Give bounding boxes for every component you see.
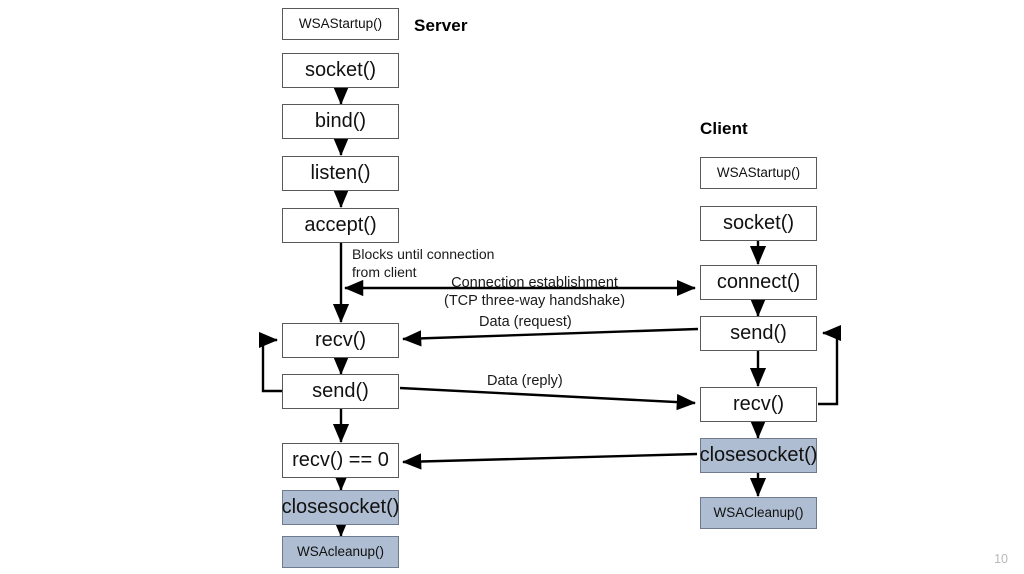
node-client-wsastartup[interactable]: WSAStartup() xyxy=(700,157,817,189)
page-number: 10 xyxy=(994,552,1008,566)
arrow-client-loop-recv-to-send xyxy=(818,324,842,406)
node-label: closesocket() xyxy=(699,444,818,466)
node-label: WSACleanup() xyxy=(713,504,804,520)
node-server-recv-zero[interactable]: recv() == 0 xyxy=(282,443,399,478)
node-client-socket[interactable]: socket() xyxy=(700,206,817,241)
node-server-closesocket[interactable]: closesocket() xyxy=(282,490,399,525)
node-server-listen[interactable]: listen() xyxy=(282,156,399,191)
node-label: WSAStartup() xyxy=(716,164,801,180)
node-label: connect() xyxy=(716,271,801,293)
node-server-wsastartup[interactable]: WSAStartup() xyxy=(282,8,399,40)
node-server-accept[interactable]: accept() xyxy=(282,208,399,243)
label-data-reply: Data (reply) xyxy=(487,373,563,389)
node-label: WSAStartup() xyxy=(298,15,383,31)
node-label: send() xyxy=(730,322,787,344)
node-client-closesocket[interactable]: closesocket() xyxy=(700,438,817,473)
node-label: recv() == 0 xyxy=(292,449,389,471)
label-line-2: (TCP three-way handshake) xyxy=(444,292,626,309)
arrow-close-notification xyxy=(402,452,698,470)
label-data-request: Data (request) xyxy=(479,314,572,330)
node-label: socket() xyxy=(722,212,795,234)
column-title-client: Client xyxy=(700,119,748,138)
node-label: socket() xyxy=(304,59,377,81)
node-server-send[interactable]: send() xyxy=(282,374,399,409)
note-line-2: from client xyxy=(352,263,417,280)
node-client-connect[interactable]: connect() xyxy=(700,265,817,300)
node-server-wsacleanup[interactable]: WSAcleanup() xyxy=(282,536,399,568)
arrow-server-loop-send-to-recv xyxy=(258,331,283,393)
node-label: closesocket() xyxy=(281,496,400,518)
node-server-recv[interactable]: recv() xyxy=(282,323,399,358)
node-label: accept() xyxy=(304,214,377,236)
column-title-server: Server xyxy=(414,16,468,35)
label-connection-establishment: Connection establishment (TCP three-way … xyxy=(444,275,625,310)
node-label: recv() xyxy=(732,393,785,415)
node-label: send() xyxy=(312,380,369,402)
label-line-1: Connection establishment xyxy=(451,275,618,291)
node-server-bind[interactable]: bind() xyxy=(282,104,399,139)
node-label: listen() xyxy=(310,162,371,184)
node-label: bind() xyxy=(314,110,367,132)
node-label: WSAcleanup() xyxy=(296,543,385,559)
node-server-socket[interactable]: socket() xyxy=(282,53,399,88)
note-blocks-until-connection: Blocks until connection from client xyxy=(352,246,494,282)
node-client-recv[interactable]: recv() xyxy=(700,387,817,422)
node-client-send[interactable]: send() xyxy=(700,316,817,351)
node-label: recv() xyxy=(314,329,367,351)
node-client-wsacleanup[interactable]: WSACleanup() xyxy=(700,497,817,529)
note-line-1: Blocks until connection xyxy=(352,246,495,262)
